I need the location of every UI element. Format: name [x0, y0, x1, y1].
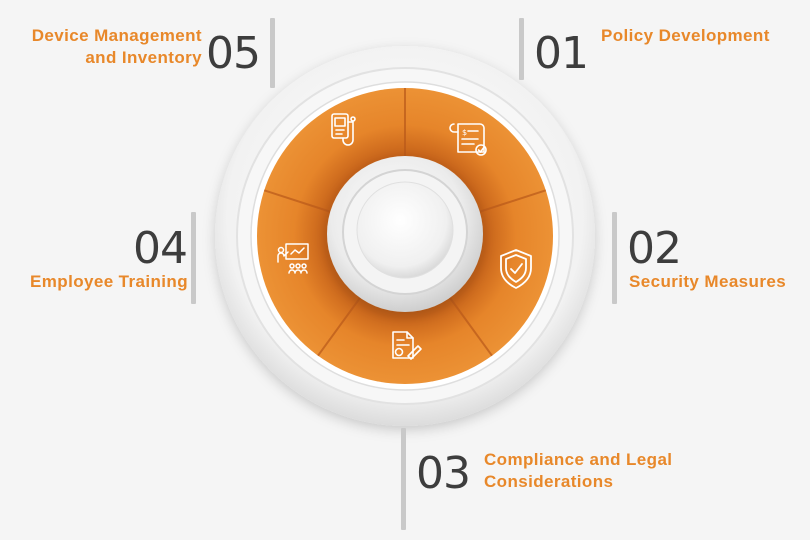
step-03-label-line1: Compliance and Legal	[484, 450, 673, 469]
step-05-label-line1: Device Management	[31, 26, 202, 45]
step-05-number: 05	[206, 28, 261, 79]
svg-text:$: $	[462, 128, 467, 137]
step-03-number: 03	[416, 448, 471, 499]
step-05-label-line2: and Inventory	[85, 48, 202, 67]
segment-dividers	[263, 88, 547, 357]
step-04-number: 04	[133, 223, 188, 274]
divider-01	[519, 18, 524, 80]
compliance-document-icon	[392, 331, 422, 360]
step-04-label: Employee Training	[30, 272, 188, 291]
step-01-number: 01	[534, 28, 589, 79]
shield-check-icon	[500, 249, 532, 289]
step-03-label-line2: Considerations	[484, 472, 614, 491]
presentation-training-icon	[277, 243, 309, 274]
center-knob-inner	[356, 181, 454, 279]
step-02-number: 02	[627, 223, 682, 274]
divider-05	[270, 18, 275, 88]
divider-04	[191, 212, 196, 304]
divider-03	[401, 428, 406, 530]
device-inventory-icon	[331, 113, 356, 146]
step-02-label: Security Measures	[629, 272, 787, 291]
policy-document-icon: $	[449, 123, 487, 156]
step-01-label: Policy Development	[601, 26, 770, 45]
divider-02	[612, 212, 617, 304]
